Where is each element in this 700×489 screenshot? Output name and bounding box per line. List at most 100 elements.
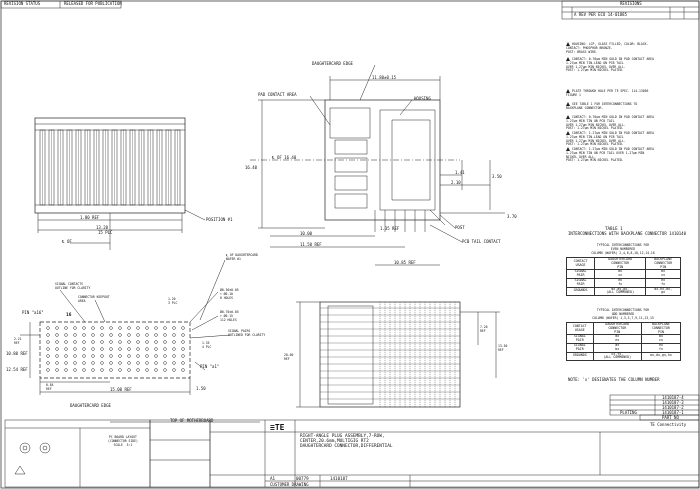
part-row: 1410187-3 xyxy=(662,399,684,405)
pcb-hole xyxy=(127,354,131,358)
position-1-label: POSITION #1 xyxy=(206,217,233,222)
pcb-hole xyxy=(145,361,149,365)
pcb-hole xyxy=(82,326,86,330)
sheet-size: A1 xyxy=(270,476,276,481)
pcb-hole xyxy=(109,354,113,358)
dim-1-20: 1.20 3 PLC xyxy=(168,297,178,305)
holes-b-label: Ø0.70±0.05 ⌖ Ø0.15 112 HOLES xyxy=(220,310,239,322)
pcb-hole xyxy=(181,368,185,372)
dim-0-84: 0.84 REF xyxy=(46,383,54,391)
pcb-hole xyxy=(100,368,104,372)
pcb-hole xyxy=(73,368,77,372)
release-label: RELEASED FOR PUBLICATION xyxy=(64,1,122,6)
table-block2-title: TYPICAL INTERCONNECTIONS FOR ODD NUMBERE… xyxy=(592,308,654,320)
pcb-hole xyxy=(136,368,140,372)
cl-daughtercard-label: ℄ OF DAUGHTERCARD WAFER #1 xyxy=(226,253,258,261)
dim-10-80: 10.80 REF xyxy=(6,351,28,356)
daughtercard-edge2-label: DAUGHTERCARD EDGE xyxy=(70,403,111,408)
pcb-hole xyxy=(46,354,50,358)
pcb-hole xyxy=(154,354,158,358)
part-row: 1410187-1 xyxy=(662,409,684,415)
pcb-hole xyxy=(154,340,158,344)
pcb-hole xyxy=(127,361,131,365)
pcb-hole xyxy=(118,368,122,372)
pad-contact-area-label: PAD CONTACT AREA xyxy=(258,92,297,97)
pcb-hole xyxy=(127,347,131,351)
pcb-hole xyxy=(55,354,59,358)
pcb-hole xyxy=(118,326,122,330)
pcb-hole xyxy=(127,333,131,337)
pcb-hole xyxy=(163,326,167,330)
note-5: CONTACT: 0.76μm MIN GOLD IN PAD CONTACT … xyxy=(566,115,654,131)
note-flag-icon xyxy=(566,57,570,61)
note-flag-icon xyxy=(566,147,570,151)
pcb-hole xyxy=(118,354,122,358)
table-cell: cx,fx, (ALL COMMONED) xyxy=(592,351,642,362)
pcb-hole xyxy=(145,333,149,337)
pcb-hole xyxy=(73,347,77,351)
pcb-hole xyxy=(46,340,50,344)
pcb-hole xyxy=(100,347,104,351)
pcb-hole xyxy=(100,326,104,330)
pcb-hole xyxy=(55,347,59,351)
pcb-hole xyxy=(127,326,131,330)
pcb-hole xyxy=(91,368,95,372)
pcb-hole xyxy=(136,326,140,330)
pin-16-label: 16 xyxy=(66,313,72,318)
part-row: 1410187-2 xyxy=(662,404,684,410)
pcb-hole xyxy=(181,347,185,351)
table-cell: ex fx xyxy=(645,278,681,288)
pcb-hole xyxy=(181,354,185,358)
pcb-hole xyxy=(154,326,158,330)
pin-a1-label: PIN "a1" xyxy=(200,364,220,369)
pcb-hole xyxy=(154,361,158,365)
pcb-hole xyxy=(172,333,176,337)
note-flag-icon xyxy=(566,115,570,119)
pcb-hole xyxy=(109,326,113,330)
dim-1-41: 1.41 xyxy=(455,170,465,175)
note-flag-icon xyxy=(566,131,570,135)
pcb-hole xyxy=(100,333,104,337)
parts-hdr-partno: PART NO xyxy=(662,415,679,420)
pcb-hole xyxy=(46,333,50,337)
pcb-hole xyxy=(181,333,185,337)
note-6: CONTACT: 1.27μm MIN GOLD IN PAD CONTACT … xyxy=(566,131,654,147)
pcb-hole xyxy=(154,347,158,351)
note-flag-icon xyxy=(566,89,570,93)
dim-20-60: 20.60 REF xyxy=(284,353,294,361)
pcb-hole xyxy=(145,368,149,372)
pcb-hole xyxy=(91,333,95,337)
table-cell: SIGNAL PAIR xyxy=(565,278,596,288)
post-label: POST xyxy=(455,225,465,230)
table-cell: ax,dx,gx,hx xyxy=(640,351,682,362)
table-header-cell: BACKPLANE CONNECTOR PIN xyxy=(645,256,681,271)
note-4: SEE TABLE 1 FOR INTERCONNECTIONS TO BACK… xyxy=(566,102,638,110)
pcb-hole xyxy=(73,354,77,358)
pcb-hole xyxy=(172,354,176,358)
dim-12-54: 12.54 REF xyxy=(6,367,28,372)
table-cell: dx,hx,ax, gx xyxy=(645,286,681,297)
table-title: TABLE 1 xyxy=(605,226,623,231)
pcb-hole xyxy=(145,340,149,344)
note-1: HOUSING: LCP, GLASS FILLED, COLOR: BLACK… xyxy=(566,42,649,54)
pcb-hole xyxy=(172,368,176,372)
pin-a16-label: PIN "a16" xyxy=(22,310,44,315)
pcb-hole xyxy=(145,326,149,330)
pcb-hole xyxy=(55,326,59,330)
keepout-label: CONNECTOR KEEPOUT AREA xyxy=(78,295,110,303)
housing-outline xyxy=(327,305,374,405)
pcb-hole xyxy=(55,368,59,372)
table-header-cell: DAUGHTERCARD CONNECTOR PIN xyxy=(594,256,647,271)
housing-label: HOUSING xyxy=(414,96,431,101)
pcb-hole xyxy=(118,361,122,365)
pcb-hole xyxy=(163,368,167,372)
table-header-cell: DAUGHTERCARD CONNECTOR PIN xyxy=(592,321,642,336)
table-cell: SIGNAL PAIR xyxy=(566,343,594,353)
pcb-hole xyxy=(163,340,167,344)
pcb-hole xyxy=(91,361,95,365)
pcb-hole xyxy=(136,354,140,358)
pcb-hole xyxy=(73,333,77,337)
pcb-hole xyxy=(172,347,176,351)
